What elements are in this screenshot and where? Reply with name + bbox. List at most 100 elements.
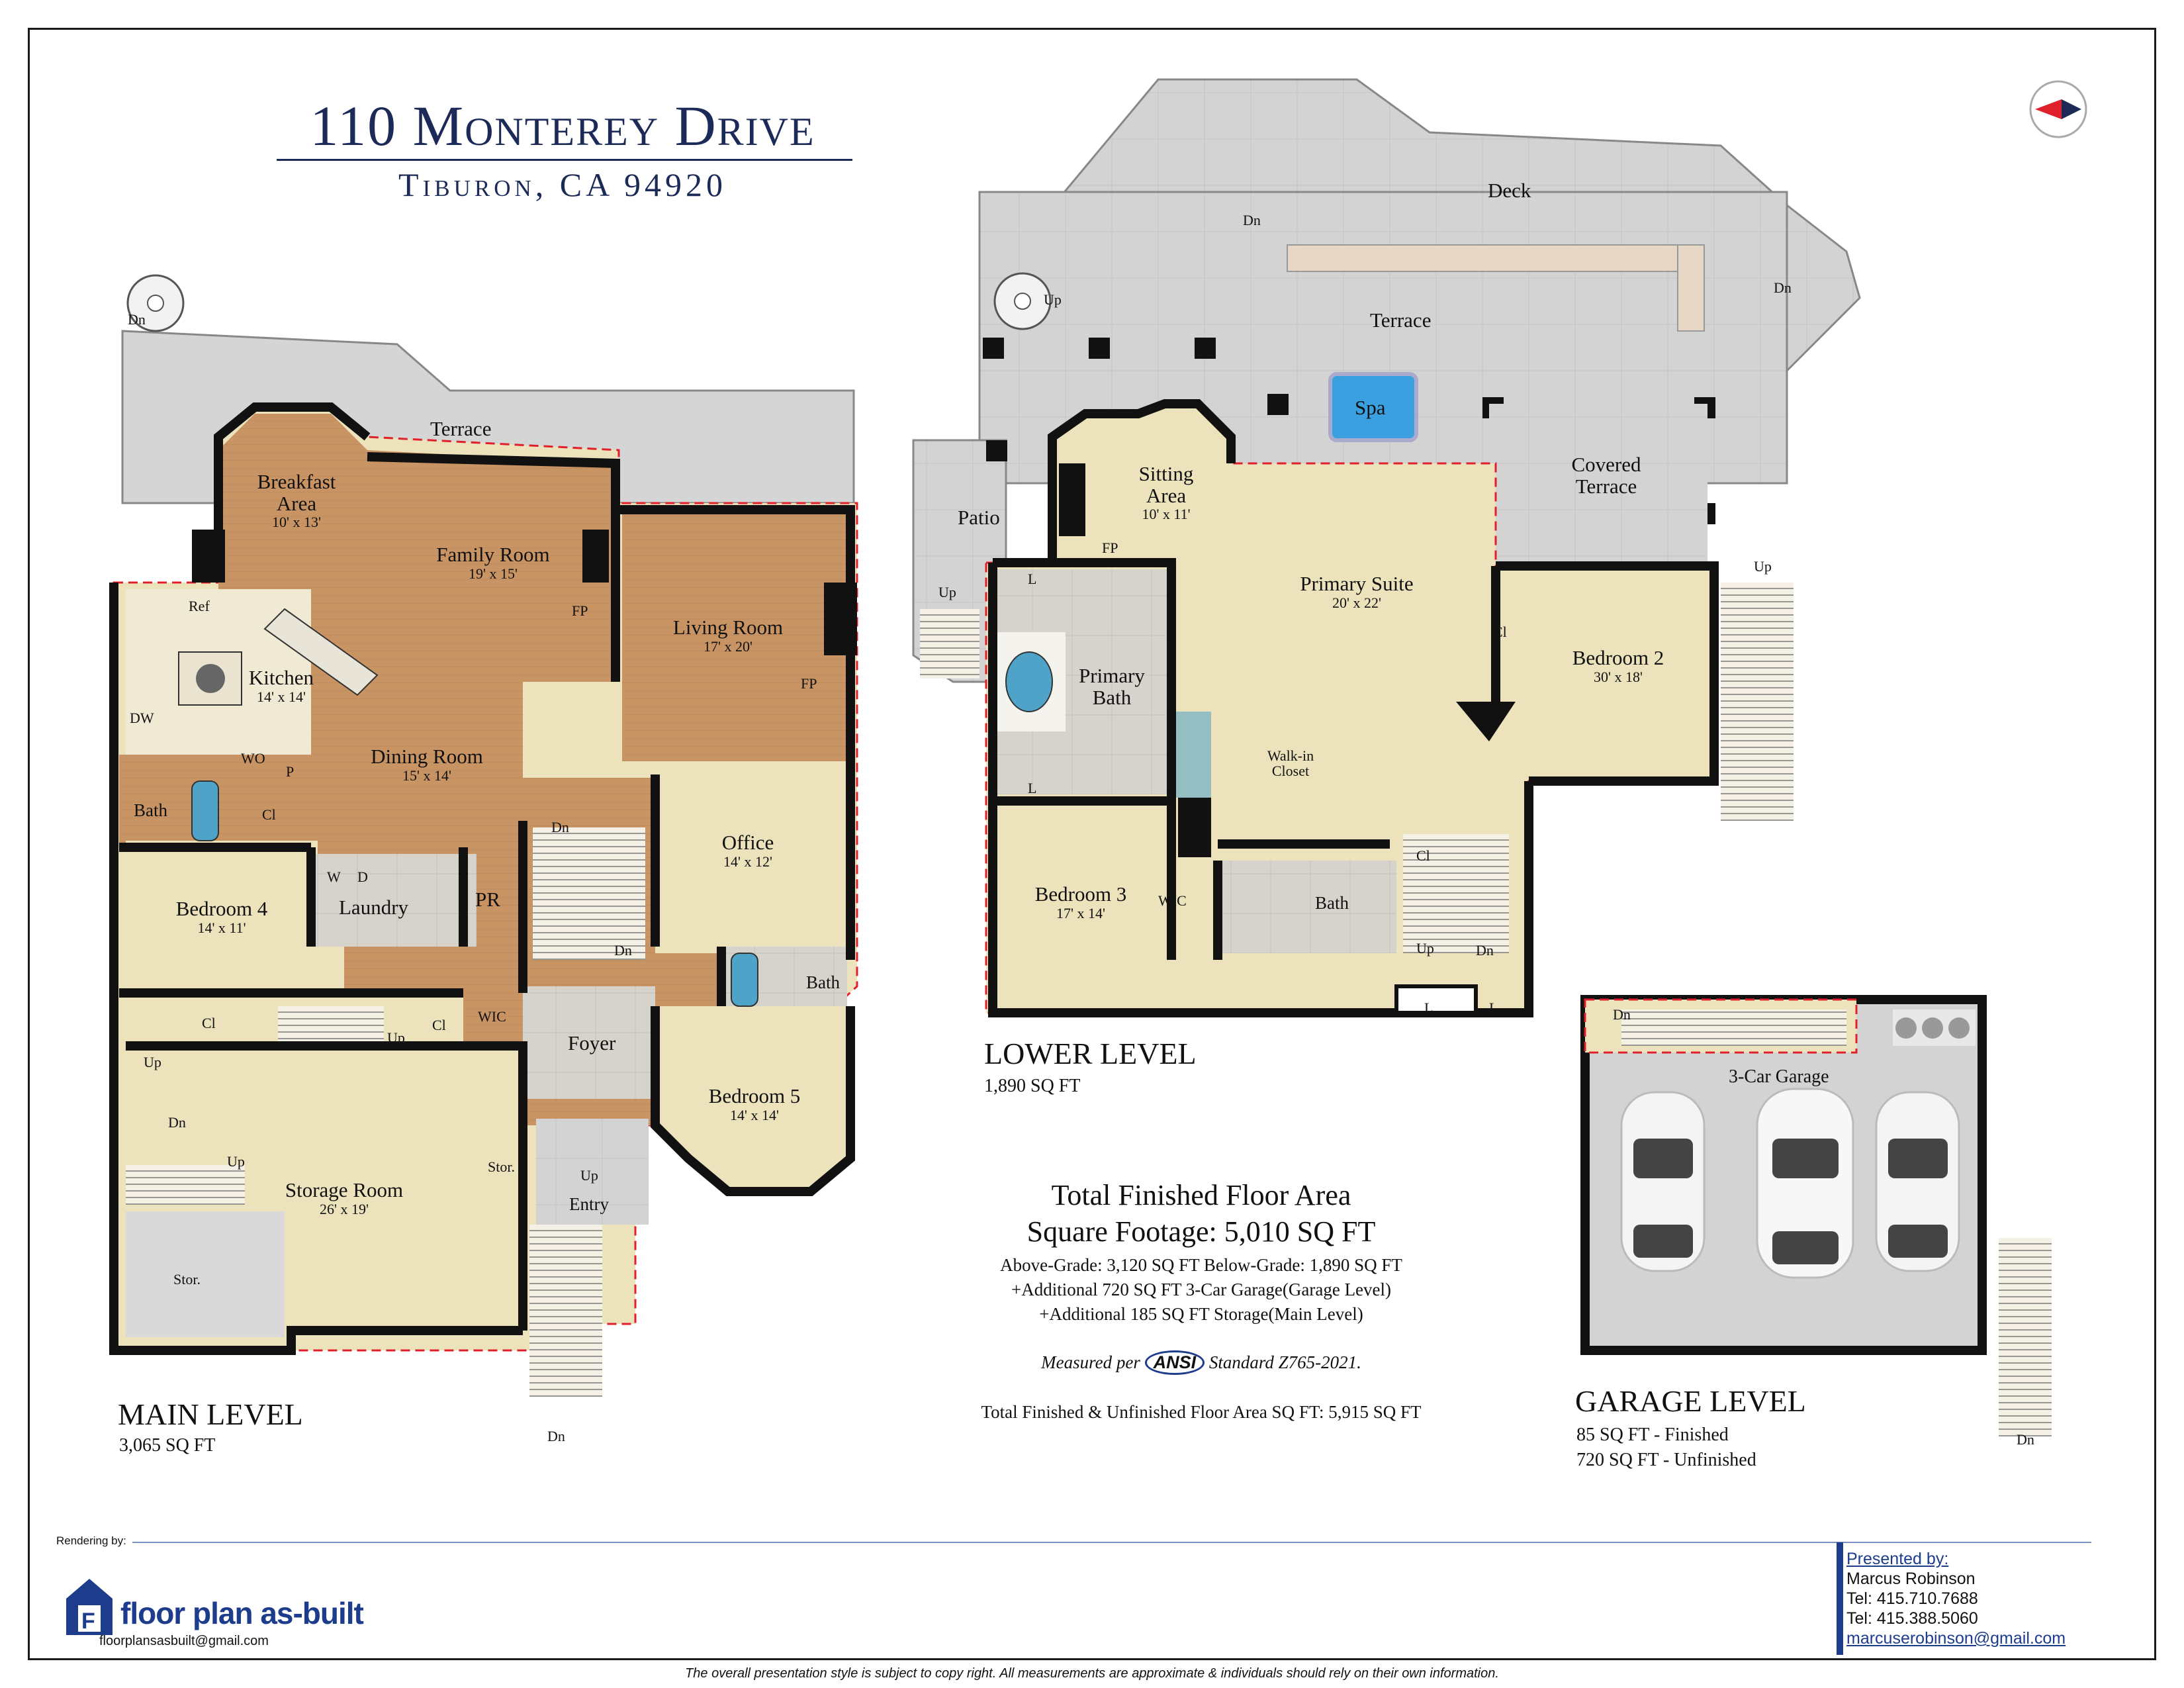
stair-up-main3: Up xyxy=(227,1153,245,1170)
fixture-cl-main: Cl xyxy=(262,806,276,823)
room-terrace-lower: Terrace xyxy=(1370,308,1432,332)
title-rule xyxy=(277,159,852,161)
stair-up-patio: Up xyxy=(938,584,956,600)
garage-level-label: GARAGE LEVEL xyxy=(1575,1384,1806,1418)
presented-email[interactable]: marcuserobinson@gmail.com xyxy=(1846,1629,2066,1648)
lower-walls xyxy=(988,399,1719,1017)
brand-email: floorplansasbuilt@gmail.com xyxy=(99,1634,269,1648)
fixture-d: D xyxy=(357,868,368,885)
garage-unfinished: 720 SQ FT - Unfinished xyxy=(1576,1450,1756,1470)
stair-dn-terrace: Dn xyxy=(1774,279,1792,296)
room-deck: Deck xyxy=(1488,179,1531,202)
stair-up-main2: Up xyxy=(144,1054,161,1070)
ansi-logo: ANSI xyxy=(1144,1350,1205,1375)
fixture-dw: DW xyxy=(130,710,154,726)
fixture-ref: Ref xyxy=(189,598,210,614)
main-walls xyxy=(109,402,855,1355)
stair-dn-main3: Dn xyxy=(168,1114,186,1131)
room-bath-lower: Bath xyxy=(1315,893,1349,913)
presented-by-block: Presented by: Marcus Robinson Tel: 415.7… xyxy=(1846,1549,2066,1648)
stair-dn-lower: Dn xyxy=(1476,942,1494,959)
disclaimer: The overall presentation style is subjec… xyxy=(685,1666,1499,1681)
presented-name: Marcus Robinson xyxy=(1846,1570,1976,1588)
fixture-stor2: Stor. xyxy=(173,1271,201,1288)
stair-dn-spiral-main: Dn xyxy=(128,311,146,328)
fixture-cl-main2: Cl xyxy=(202,1015,216,1031)
fixture-l4: L xyxy=(1489,1000,1498,1016)
room-foyer: Foyer xyxy=(568,1031,616,1055)
stair-dn-entry: Dn xyxy=(547,1428,565,1444)
room-primary-bath: Primary Bath xyxy=(1079,664,1145,709)
page-subtitle: Tiburon, CA 94920 xyxy=(398,166,727,203)
fixture-cl-lower: Cl xyxy=(1493,624,1507,640)
totals-heading: Total Finished Floor Area xyxy=(1051,1179,1351,1211)
bedroom5-floor xyxy=(655,1006,850,1192)
room-entry: Entry xyxy=(569,1194,609,1214)
fixture-fp-family: FP xyxy=(572,602,588,619)
lower-level-sqft: 1,890 SQ FT xyxy=(984,1076,1081,1096)
lower-level-label: LOWER LEVEL xyxy=(984,1037,1197,1070)
fixture-p: P xyxy=(286,763,295,780)
rendering-by: Rendering by: xyxy=(56,1534,126,1547)
room-garage: 3-Car Garage xyxy=(1729,1066,1829,1087)
stair-dn-deck: Dn xyxy=(1243,212,1261,228)
totals-measured: Measured per ANSI Standard Z765-2021. xyxy=(893,1350,1509,1375)
page-title: 110 Monterey Drive xyxy=(310,94,815,158)
fixture-w: W xyxy=(327,868,341,885)
fixture-cl-lower2: Cl xyxy=(1416,847,1430,864)
room-bath-main1: Bath xyxy=(134,800,167,820)
stair-up-main1: Up xyxy=(387,1029,405,1046)
fixture-fp-living: FP xyxy=(801,675,817,692)
garage-finished: 85 SQ FT - Finished xyxy=(1576,1425,1729,1445)
stair-up-lower: Up xyxy=(1416,940,1434,957)
totals-garage-add: +Additional 720 SQ FT 3-Car Garage(Garag… xyxy=(1011,1280,1392,1299)
stair-up-bedroom2: Up xyxy=(1754,558,1772,575)
room-walkin: Walk-in Closet xyxy=(1267,747,1314,780)
fixture-wic-lower: WIC xyxy=(1158,892,1187,909)
spa-pool xyxy=(1328,372,1418,442)
garage-cars xyxy=(1620,1088,1960,1279)
stair-up-spiral-lower: Up xyxy=(1044,291,1062,308)
main-level-sqft: 3,065 SQ FT xyxy=(119,1435,216,1456)
totals-square-footage: Square Footage: 5,010 SQ FT xyxy=(1026,1215,1376,1248)
main-level-label: MAIN LEVEL xyxy=(118,1397,303,1431)
stair-dn-garage-ext: Dn xyxy=(2017,1431,2034,1448)
fixture-stor1: Stor. xyxy=(488,1158,515,1175)
fixture-wo: WO xyxy=(241,750,265,767)
fixture-l3: L xyxy=(1424,1000,1433,1016)
presented-heading: Presented by: xyxy=(1846,1550,1949,1568)
room-patio: Patio xyxy=(958,506,1000,529)
brand-logo-text: floor plan as-built xyxy=(120,1596,364,1630)
presented-tel2: Tel: 415.388.5060 xyxy=(1846,1609,1978,1628)
presented-tel1: Tel: 415.710.7688 xyxy=(1846,1589,1978,1608)
stair-up-entry: Up xyxy=(580,1167,598,1184)
fixture-l2: L xyxy=(1028,780,1037,796)
stair-dn-main1: Dn xyxy=(551,819,569,835)
room-terrace-main: Terrace xyxy=(430,417,492,440)
room-laundry: Laundry xyxy=(339,896,409,919)
compass-icon xyxy=(2029,80,2087,138)
totals-total-all: Total Finished & Unfinished Floor Area S… xyxy=(981,1402,1422,1422)
totals-grade: Above-Grade: 3,120 SQ FT Below-Grade: 1,… xyxy=(1000,1255,1402,1275)
svg-text:F: F xyxy=(81,1609,95,1634)
fixture-cl-main3: Cl xyxy=(432,1017,446,1033)
totals-storage-add: +Additional 185 SQ FT Storage(Main Level… xyxy=(1039,1304,1363,1324)
room-bath-main2: Bath xyxy=(806,972,840,992)
page-frame xyxy=(28,28,2156,1660)
stair-dn-main2: Dn xyxy=(614,942,632,959)
fixture-wic-main: WIC xyxy=(478,1008,506,1025)
room-covered-terrace: Covered Terrace xyxy=(1571,453,1641,498)
fixture-l1: L xyxy=(1028,571,1037,587)
